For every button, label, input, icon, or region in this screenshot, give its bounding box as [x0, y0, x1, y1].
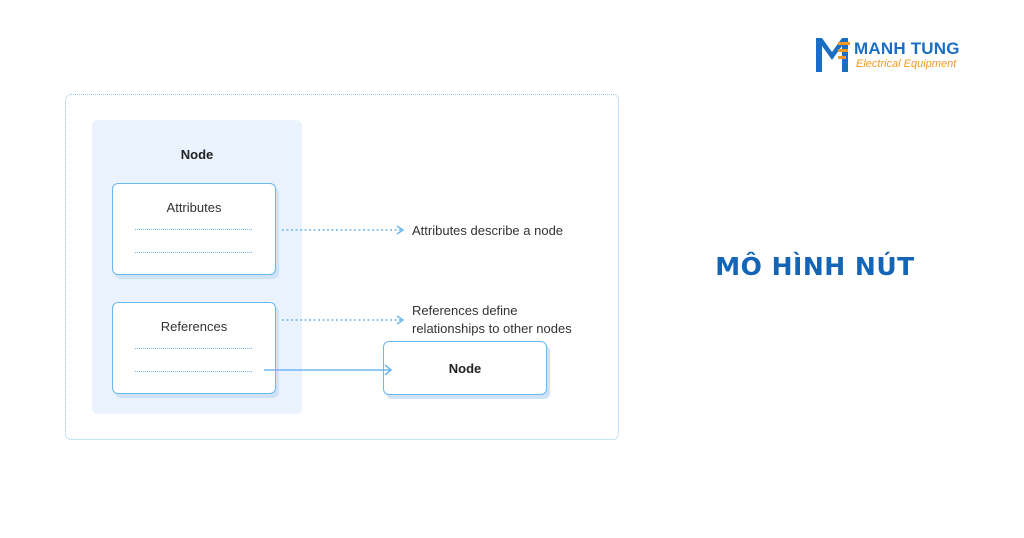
- target-node-label: Node: [448, 361, 482, 376]
- reference-link-arrow: [264, 364, 393, 376]
- references-annotation-line2: relationships to other nodes: [412, 321, 572, 336]
- page-heading: MÔ HÌNH NÚT: [715, 252, 915, 281]
- references-label: References: [160, 319, 228, 334]
- references-placeholder-line: [135, 371, 252, 372]
- references-placeholder-line: [135, 348, 252, 349]
- target-node-card: Node: [383, 341, 547, 395]
- attributes-card: Attributes: [112, 183, 276, 275]
- attributes-placeholder-line: [135, 229, 252, 230]
- attributes-label: Attributes: [166, 200, 222, 215]
- diagram-frame: [65, 94, 619, 440]
- logo-brand-name: MANH TUNG: [854, 39, 960, 58]
- attributes-connector-arrow: [282, 225, 405, 235]
- attributes-placeholder-line: [135, 252, 252, 253]
- logo-tagline: Electrical Equipment: [856, 58, 957, 70]
- brand-logo: MANH TUNG Electrical Equipment: [814, 34, 974, 74]
- logo-mark-icon: [816, 38, 850, 72]
- references-connector-arrow: [282, 315, 405, 325]
- attributes-annotation: Attributes describe a node: [412, 223, 564, 238]
- references-card: References: [112, 302, 276, 394]
- references-annotation-line1: References define: [412, 303, 518, 318]
- node-panel-title: Node: [180, 147, 214, 162]
